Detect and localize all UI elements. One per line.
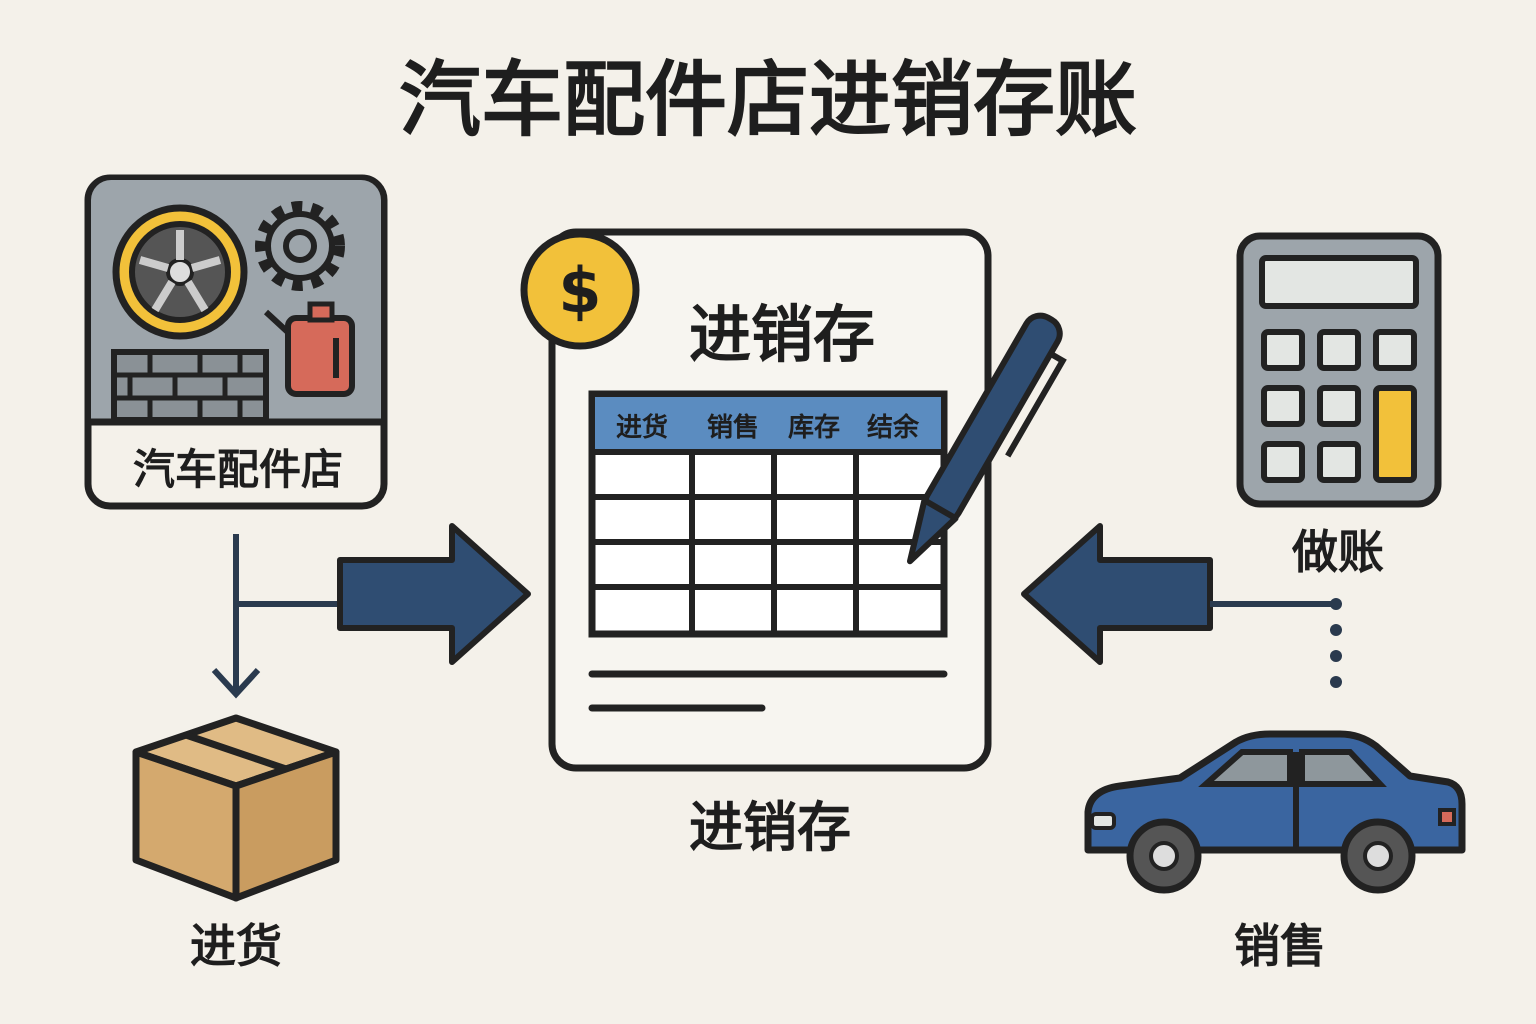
brick-wall-icon xyxy=(111,349,269,423)
gear-icon xyxy=(255,201,345,291)
car-icon xyxy=(1084,730,1466,894)
sales-label: 销售 xyxy=(1234,919,1326,973)
column-header: 库存 xyxy=(788,413,840,443)
text-lines xyxy=(588,670,948,712)
column-header: 进货 xyxy=(616,412,668,443)
oil-can-icon xyxy=(263,301,355,397)
ledger-caption: 进销存 xyxy=(689,796,851,859)
box-icon xyxy=(132,714,340,902)
column-header: 销售 xyxy=(707,412,759,443)
calculator-icon xyxy=(1236,232,1442,508)
dollar-symbol: $ xyxy=(558,254,601,327)
tire-icon xyxy=(112,204,248,340)
purchase-label: 进货 xyxy=(190,919,282,973)
dollar-coin-icon: $ xyxy=(520,230,640,350)
purchase-flow-connector xyxy=(211,534,340,699)
store-panel: 汽车配件店 xyxy=(84,174,388,510)
pen-icon xyxy=(907,312,1067,565)
ledger-heading: 进销存 xyxy=(689,298,875,371)
right-arrow xyxy=(337,523,531,665)
page-title: 汽车配件店进销存账 xyxy=(399,53,1137,148)
left-arrow xyxy=(1021,523,1213,665)
ledger-table: 进货 销售 库存 结余 xyxy=(588,390,948,638)
column-header: 结余 xyxy=(867,412,920,443)
ledger-document: $ 进销存 进货 销售 库存 结余 xyxy=(520,228,1067,772)
bookkeeping-label: 做账 xyxy=(1291,525,1384,579)
store-label: 汽车配件店 xyxy=(133,445,343,494)
sales-flow-connector xyxy=(1210,598,1342,688)
